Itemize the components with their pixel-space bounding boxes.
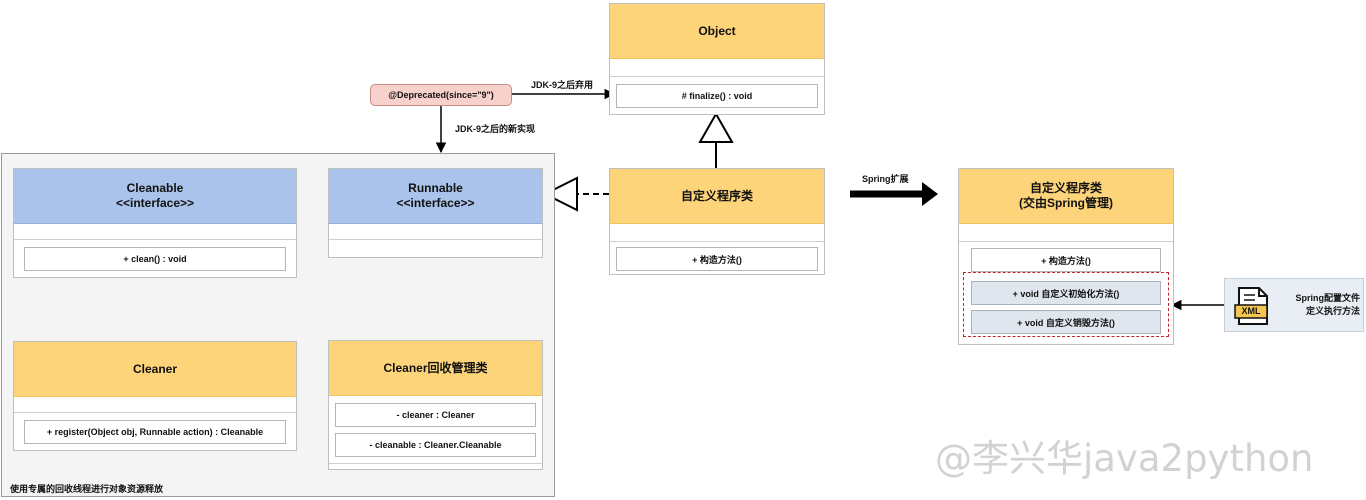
class-runnable[interactable]: Runnable <<interface>> [328, 168, 543, 258]
lifecycle-methods-selection [963, 272, 1169, 337]
class-spring-custom-constructor: + 构造方法() [971, 248, 1161, 272]
class-cleanable-name: Cleanable [126, 181, 184, 195]
xml-config-text-line2: 定义执行方法 [1305, 306, 1360, 316]
inheritance-triangle [698, 111, 734, 143]
class-spring-custom-destroy-method: + void 自定义销毁方法() [971, 310, 1161, 334]
spring-extension-arrowhead [922, 182, 938, 206]
class-cleanable[interactable]: Cleanable <<interface>> + clean() : void [13, 168, 297, 278]
label-new-impl-after-jdk9: JDK-9之后的新实现 [455, 124, 536, 134]
xml-file-icon [1234, 287, 1268, 325]
class-cleaner[interactable]: Cleaner + register(Object obj, Runnable … [13, 341, 297, 451]
group-label: 使用专属的回收线程进行对象资源释放 [10, 484, 164, 494]
xml-icon-label: XML [1241, 306, 1261, 316]
class-spring-custom-subtitle: (交由Spring管理) [1019, 196, 1113, 210]
class-cleaner-manager-field-cleanable: - cleanable : Cleaner.Cleanable [335, 433, 536, 457]
class-custom-header: 自定义程序类 [610, 169, 824, 224]
class-spring-custom-init-method: + void 自定义初始化方法() [971, 281, 1161, 305]
class-runnable-header: Runnable <<interface>> [329, 169, 542, 224]
class-cleanable-method: + clean() : void [24, 247, 286, 271]
class-object-name: Object [698, 23, 736, 38]
class-object-header: Object [610, 4, 824, 59]
class-cleaner-method: + register(Object obj, Runnable action) … [24, 420, 286, 444]
class-cleaner-name: Cleaner [132, 361, 178, 376]
class-object[interactable]: Object # finalize() : void [609, 3, 825, 115]
class-cleaner-header: Cleaner [14, 342, 296, 397]
class-cleaner-manager-name: Cleaner回收管理类 [383, 360, 488, 375]
class-custom-method: + 构造方法() [616, 247, 818, 271]
label-deprecated-after-jdk9: JDK-9之后弃用 [531, 80, 594, 90]
class-object-method: # finalize() : void [616, 84, 818, 108]
class-cleaner-manager[interactable]: Cleaner回收管理类 - cleaner : Cleaner - clean… [328, 340, 543, 470]
class-cleaner-manager-header: Cleaner回收管理类 [329, 341, 542, 396]
class-runnable-stereotype: <<interface>> [396, 196, 475, 210]
xml-config-text-line1: Spring配置文件 [1295, 293, 1361, 303]
watermark: @李兴华java2python [935, 437, 1314, 480]
realization-triangle [542, 176, 578, 212]
class-spring-custom-header: 自定义程序类 (交由Spring管理) [959, 169, 1173, 224]
label-spring-extension: Spring扩展 [862, 174, 909, 184]
class-custom-name: 自定义程序类 [680, 188, 753, 203]
xml-config-text: Spring配置文件 定义执行方法 [1270, 292, 1361, 318]
class-cleaner-manager-field-cleaner: - cleaner : Cleaner [335, 403, 536, 427]
class-spring-custom[interactable]: 自定义程序类 (交由Spring管理) + 构造方法() + void 自定义初… [958, 168, 1174, 345]
class-runnable-name: Runnable [408, 181, 463, 195]
xml-config-box[interactable]: XML [1224, 278, 1364, 332]
deprecated-note[interactable]: @Deprecated(since="9") [370, 84, 512, 106]
class-cleanable-header: Cleanable <<interface>> [14, 169, 296, 224]
class-custom[interactable]: 自定义程序类 + 构造方法() [609, 168, 825, 275]
class-spring-custom-name: 自定义程序类 [1029, 181, 1102, 195]
class-cleanable-stereotype: <<interface>> [115, 196, 195, 210]
